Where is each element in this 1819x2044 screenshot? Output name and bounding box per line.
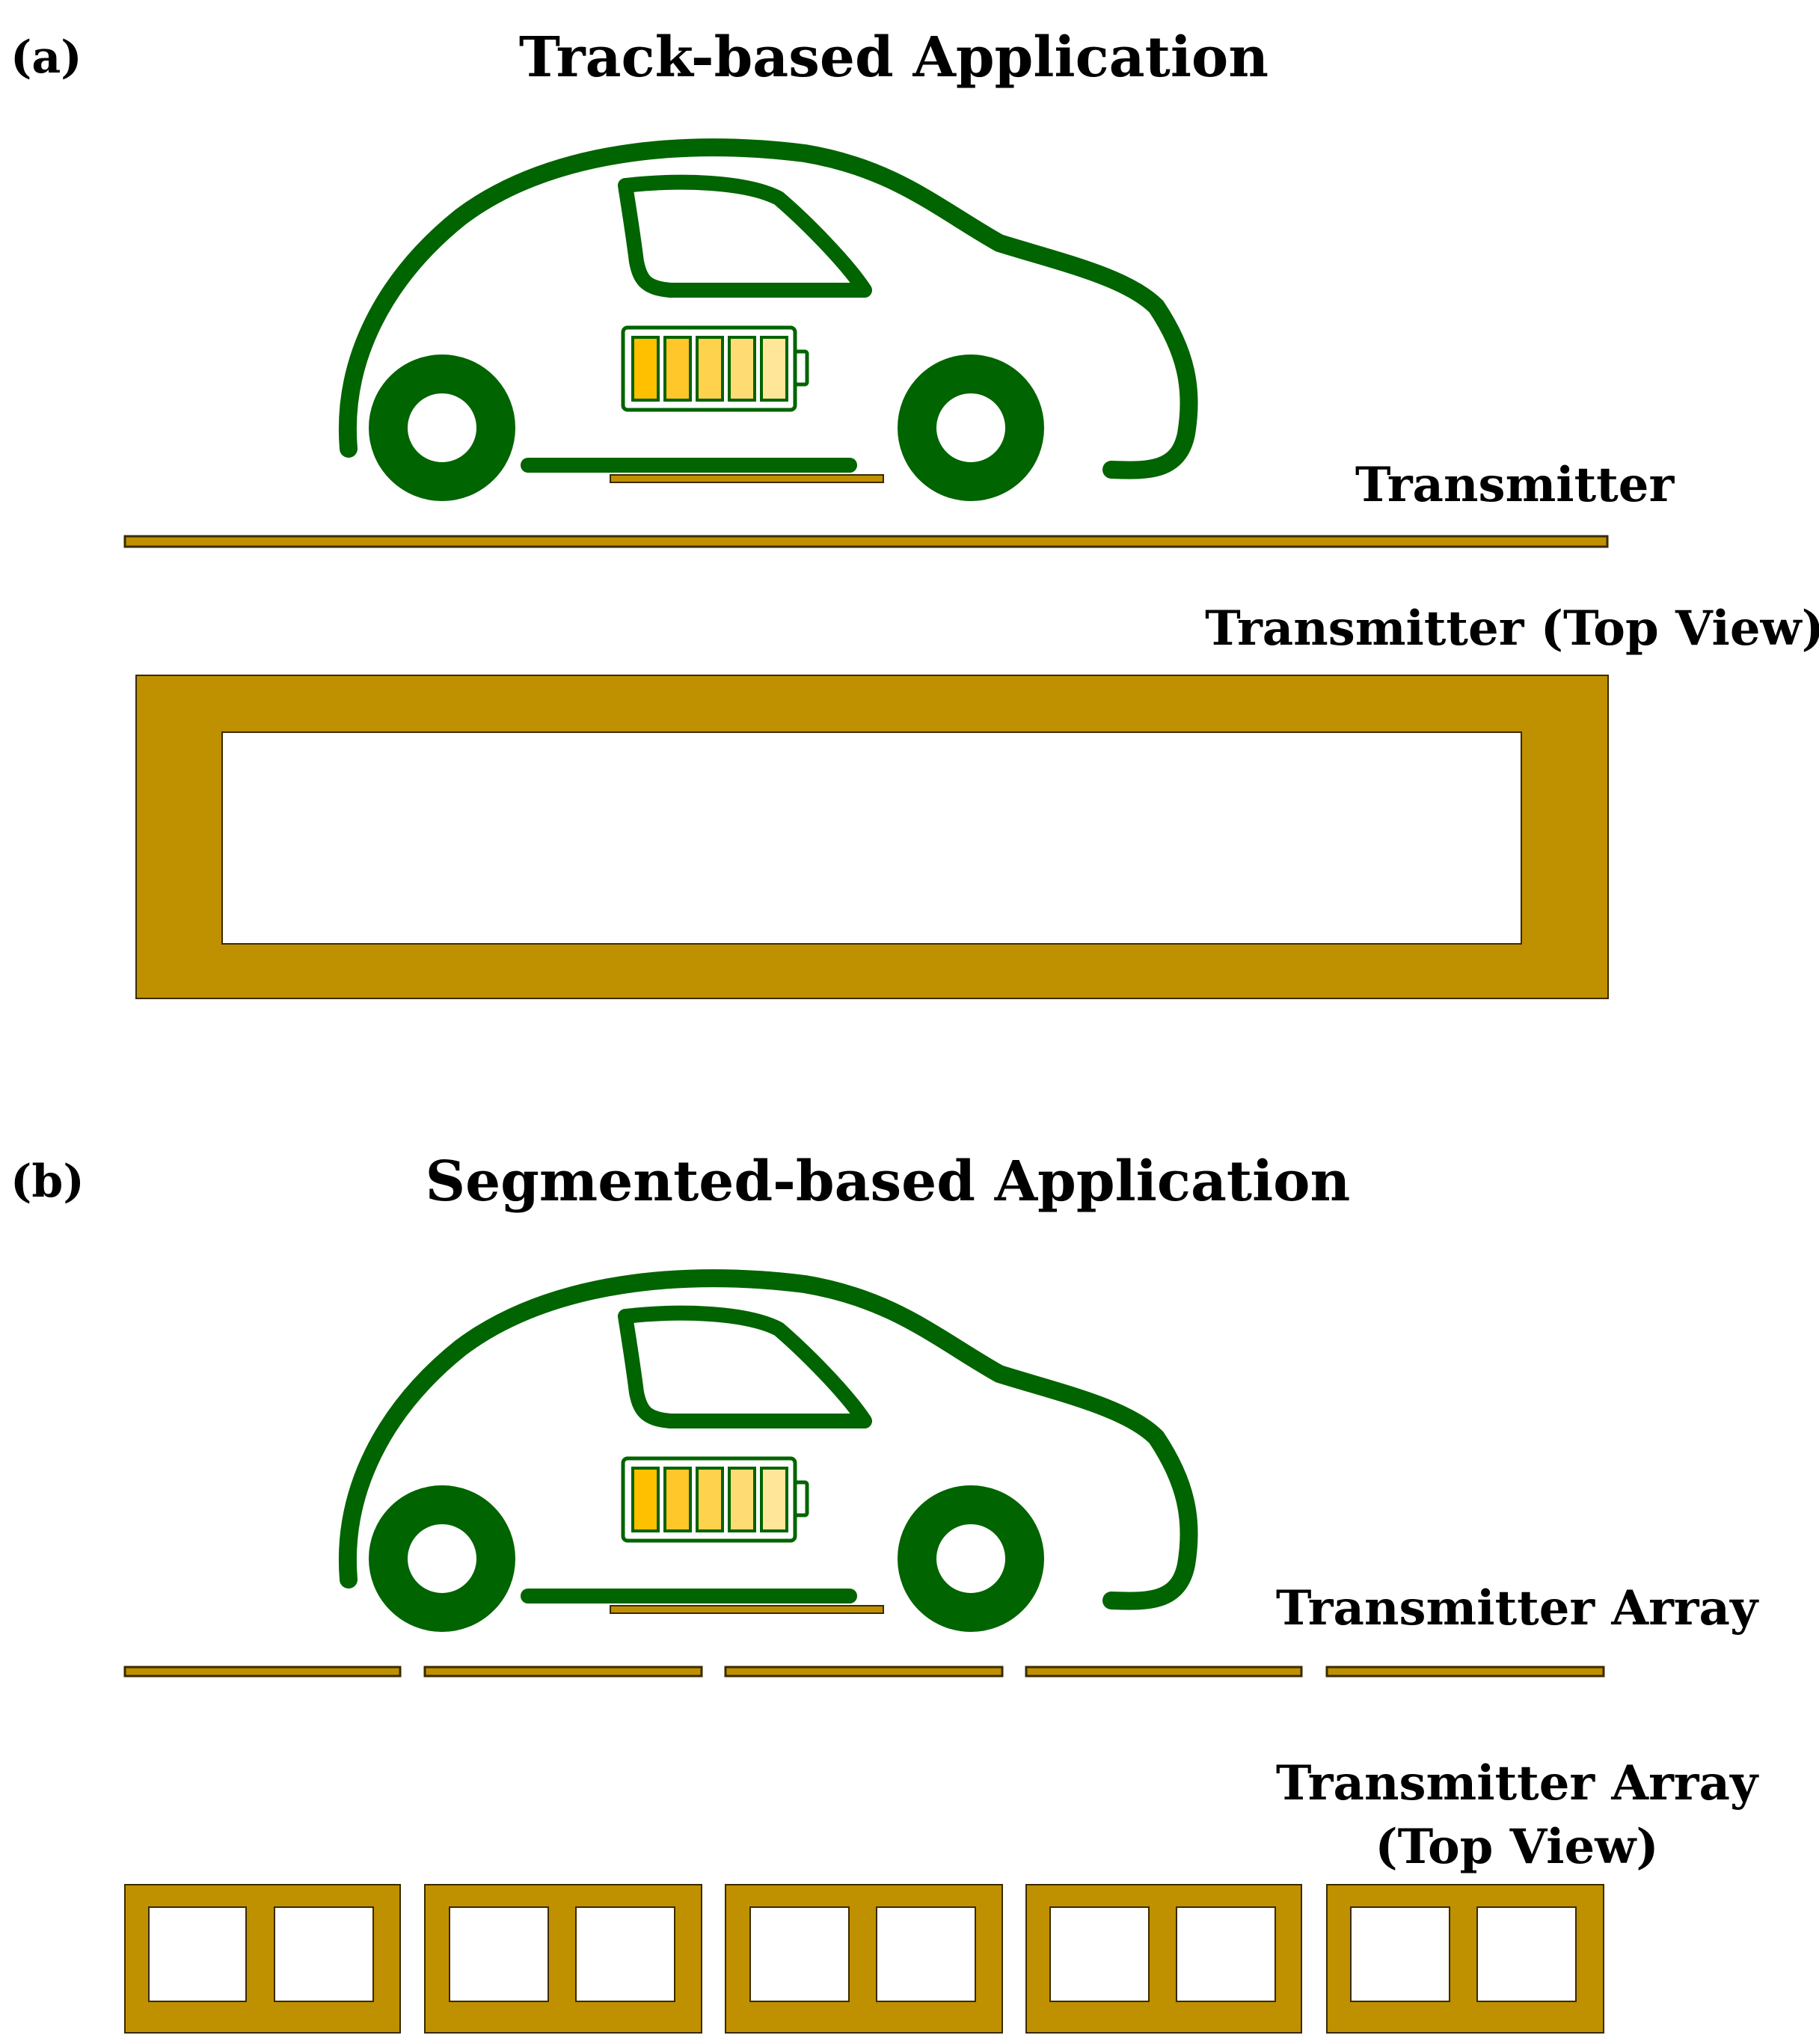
transmitter-segment-top-view <box>124 1884 401 2034</box>
panel-a-label: (a) <box>10 31 82 84</box>
panel-a-title: Track-based Application <box>519 25 1269 90</box>
transmitter-array-label: Transmitter Array <box>1276 1580 1759 1636</box>
transmitter-segment-top-view <box>1326 1884 1604 2034</box>
panel-a: (a) Track-based Application Transmitter … <box>10 25 1819 999</box>
transmitter-segment-top-view <box>1025 1884 1302 2034</box>
transmitter-segment-top-view <box>424 1884 702 2034</box>
electric-car-icon <box>348 1278 1189 1613</box>
transmitter-track-top-view <box>135 675 1609 999</box>
panel-b-title: Segmented-based Application <box>426 1150 1351 1214</box>
transmitter-segment-side <box>1325 1666 1605 1678</box>
panel-b: (b) Segmented-based Application Transmit… <box>10 1150 1759 2034</box>
transmitter-segment-side <box>724 1666 1004 1678</box>
transmitter-segment-side <box>423 1666 703 1678</box>
transmitter-segment-top-view <box>725 1884 1003 2034</box>
transmitter-array-top-view-label-line1: Transmitter Array <box>1276 1755 1759 1811</box>
transmitter-array-top-view-label-line2: (Top View) <box>1375 1819 1658 1875</box>
transmitter-top-view-label: Transmitter (Top View) <box>1205 601 1819 657</box>
panel-b-label: (b) <box>10 1155 85 1208</box>
electric-car-icon <box>348 147 1189 482</box>
transmitter-array-side <box>123 1666 1605 1678</box>
transmitter-array-top-view <box>124 1884 1604 2034</box>
transmitter-segment-side <box>1025 1666 1303 1678</box>
transmitter-track-side <box>123 535 1609 548</box>
transmitter-label: Transmitter <box>1355 457 1675 513</box>
transmitter-segment-side <box>123 1666 402 1678</box>
